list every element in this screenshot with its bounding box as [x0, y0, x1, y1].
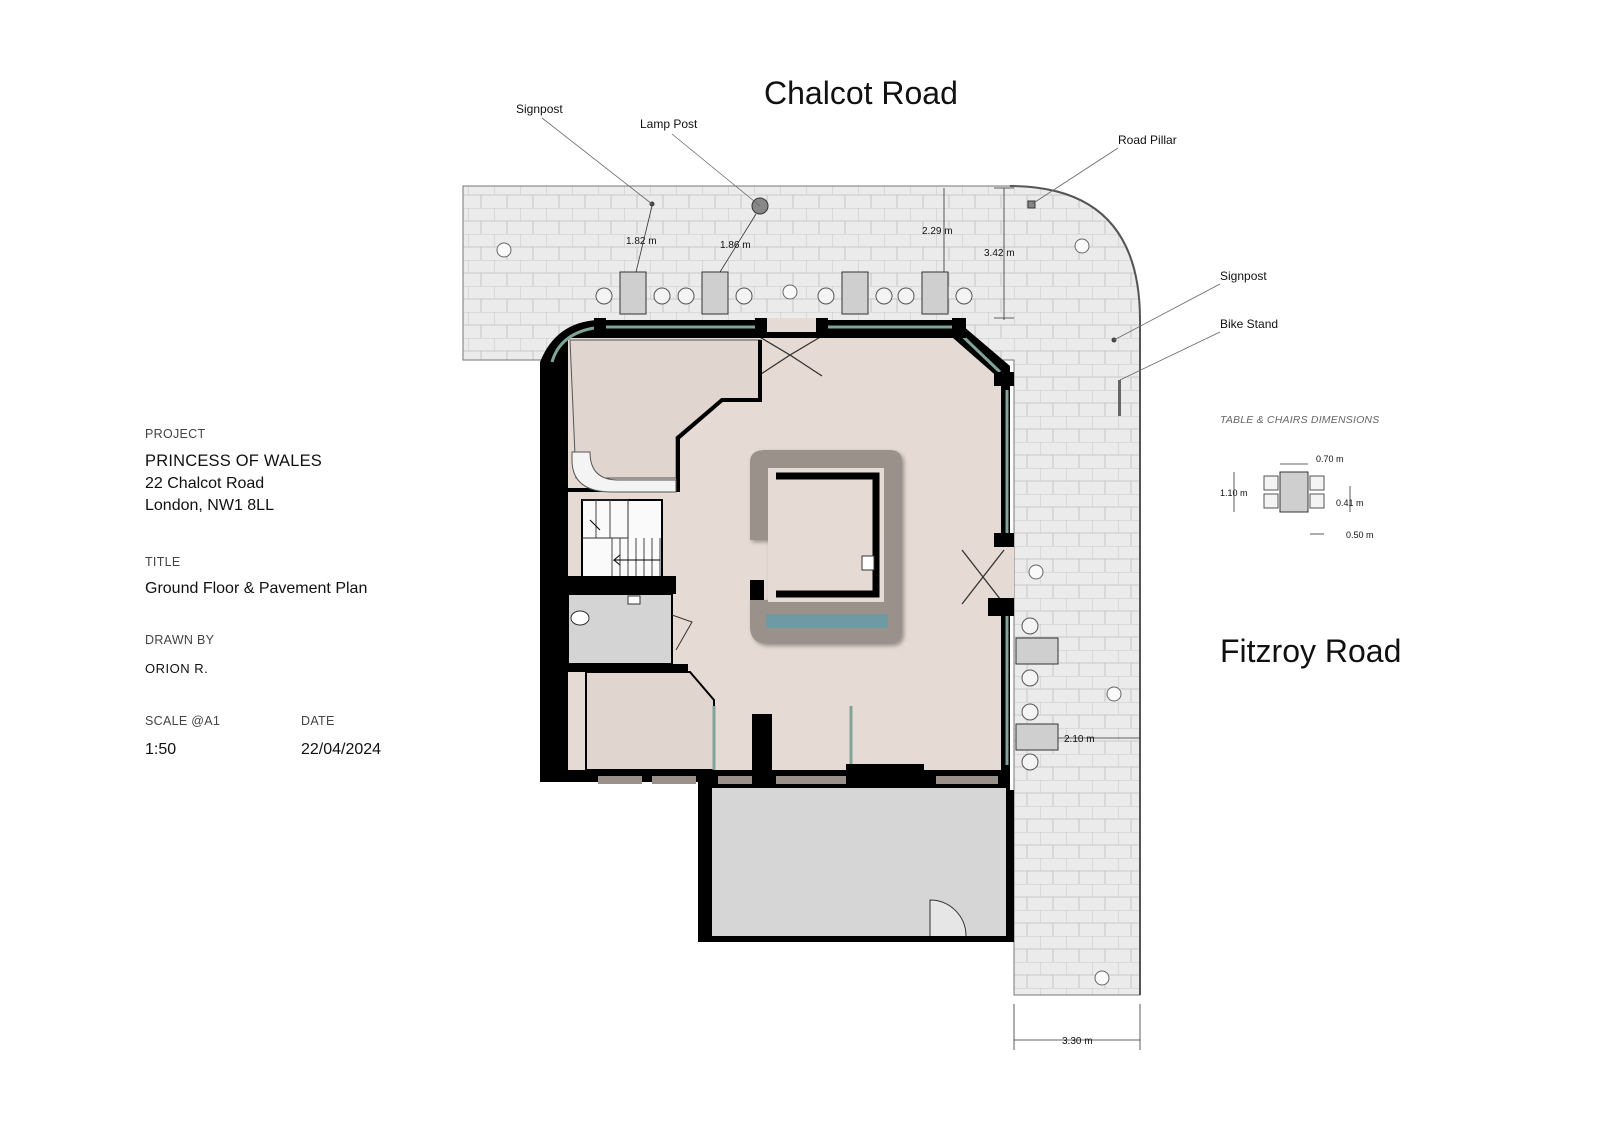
- bottom-window: [718, 776, 752, 784]
- legend-width: 0.70 m: [1316, 454, 1344, 464]
- callout-signpost-east: Signpost: [1220, 269, 1267, 283]
- callout-signpost-north: Signpost: [516, 102, 563, 116]
- north-entrance-door: [757, 335, 823, 377]
- east-entrance-opening: [996, 545, 1014, 607]
- date-label: DATE: [301, 714, 335, 728]
- road-pillar: [1027, 200, 1036, 209]
- pillar: [594, 318, 606, 338]
- stair-wall: [568, 576, 676, 594]
- rear-store: [712, 788, 1006, 937]
- project-address-line2: London, NW1 8LL: [145, 497, 274, 514]
- legend-chair-depth: 0.41 m: [1336, 498, 1364, 508]
- dim-1-82: 1.82 m: [626, 236, 657, 247]
- dimension-lines: [635, 187, 1141, 1050]
- north-entrance-opening: [756, 318, 818, 332]
- bottom-window: [598, 776, 642, 784]
- wc-toilet: [570, 610, 590, 626]
- table-chairs-legend: TABLE & CHAIRS DIMENSIONS 0.70 m 1.10 m …: [1220, 414, 1379, 540]
- drawn-by-label: DRAWN BY: [145, 633, 215, 647]
- people-figures: [496, 238, 1122, 986]
- outdoor-tables-east: [1015, 637, 1059, 751]
- dim-3-30: 3.30 m: [1062, 1036, 1093, 1047]
- drawn-by-value: ORION R.: [145, 661, 209, 676]
- legend-chair: [1309, 493, 1325, 509]
- bottom-window: [936, 776, 998, 784]
- partition: [752, 714, 772, 788]
- back-room-sw: [585, 671, 715, 771]
- project-label: PROJECT: [145, 427, 206, 441]
- wc-room: [567, 593, 693, 665]
- street-name-east: Fitzroy Road: [1220, 633, 1401, 669]
- bike-stand: [1118, 380, 1121, 416]
- callout-leaders: [541, 117, 1221, 381]
- staircase: [581, 499, 663, 579]
- project-name: PRINCESS OF WALES: [145, 452, 322, 470]
- callout-road-pillar: Road Pillar: [1118, 133, 1177, 147]
- bench-seat-nw: [571, 451, 677, 493]
- dim-1-86: 1.86 m: [720, 240, 751, 251]
- outdoor-tables-north: [619, 271, 949, 315]
- callout-bike-stand: Bike Stand: [1220, 317, 1278, 331]
- east-entrance-door: [961, 549, 1005, 605]
- scale-value: 1:50: [145, 741, 177, 758]
- dim-2-29: 2.29 m: [922, 226, 953, 237]
- scale-label: SCALE @A1: [145, 714, 221, 728]
- pillar: [994, 533, 1014, 547]
- bottom-window: [652, 776, 696, 784]
- legend-table: [1279, 471, 1309, 513]
- pavement-kerb: [1009, 185, 1141, 995]
- pillar: [816, 318, 828, 338]
- wc-wall: [568, 664, 688, 672]
- pillar: [988, 598, 1014, 616]
- dim-2-10: 2.10 m: [1064, 734, 1095, 745]
- legend-chair: [1263, 475, 1279, 491]
- legend-chair-width: 0.50 m: [1346, 530, 1374, 540]
- legend-chair: [1309, 475, 1325, 491]
- pillar: [952, 318, 966, 338]
- bottom-window: [776, 776, 846, 784]
- partition: [846, 764, 924, 788]
- outdoor-chairs-east: [1021, 617, 1039, 771]
- date-value: 22/04/2024: [301, 741, 382, 758]
- legend-title: TABLE & CHAIRS DIMENSIONS: [1220, 414, 1379, 426]
- legend-height: 1.10 m: [1220, 488, 1248, 498]
- window-corner-nw: [550, 326, 595, 363]
- drawing-title: Ground Floor & Pavement Plan: [145, 580, 368, 597]
- legend-chair: [1263, 493, 1279, 509]
- dim-3-42: 3.42 m: [984, 248, 1015, 259]
- callout-lamp-post: Lamp Post: [640, 117, 698, 131]
- pillar: [994, 372, 1014, 386]
- dimension-labels: 1.82 m 1.86 m 2.29 m 3.42 m 2.10 m 3.30 …: [626, 226, 1095, 1047]
- project-address-line1: 22 Chalcot Road: [145, 475, 265, 492]
- central-bar: [750, 450, 902, 644]
- pillar: [755, 318, 767, 338]
- street-name-north: Chalcot Road: [764, 75, 958, 111]
- title-label: TITLE: [145, 555, 181, 569]
- outdoor-chairs-north: [595, 287, 973, 305]
- bar-counter-accent: [766, 614, 888, 628]
